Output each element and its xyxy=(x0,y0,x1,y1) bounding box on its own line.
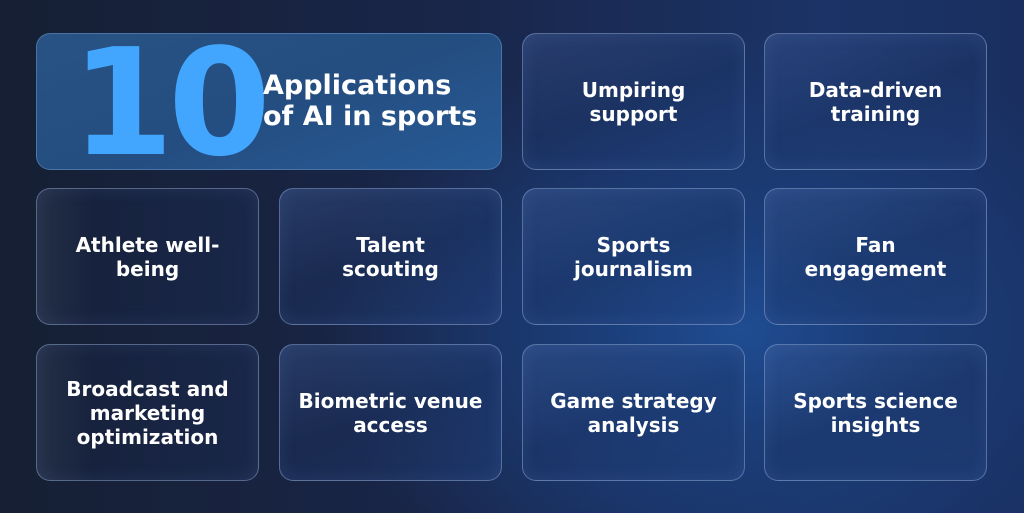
card-broadcast-marketing: Broadcast and marketing optimization xyxy=(36,344,259,481)
card-label: Sports journalism xyxy=(574,232,693,281)
card-athlete-wellbeing: Athlete well- being xyxy=(36,188,259,325)
card-label: Sports science insights xyxy=(793,388,958,437)
card-label: Biometric venue access xyxy=(298,388,483,437)
card-label: Broadcast and marketing optimization xyxy=(66,376,229,449)
card-label: Fan engagement xyxy=(804,232,947,281)
page-title: Applications of AI in sports xyxy=(263,70,478,132)
card-label: Athlete well- being xyxy=(75,232,220,281)
card-label: Umpiring support xyxy=(581,77,686,126)
card-label: Game strategy analysis xyxy=(550,388,717,437)
card-biometric-venue-access: Biometric venue access xyxy=(279,344,502,481)
title-card: 10 Applications of AI in sports xyxy=(36,17,502,189)
card-talent-scouting: Talent scouting xyxy=(279,188,502,325)
card-data-driven-training: Data-driven training xyxy=(764,33,987,170)
card-label: Talent scouting xyxy=(342,232,439,281)
card-sports-journalism: Sports journalism xyxy=(522,188,745,325)
hero-number: 10 xyxy=(71,17,271,189)
card-umpiring-support: Umpiring support xyxy=(522,33,745,170)
card-label: Data-driven training xyxy=(808,77,943,126)
card-game-strategy-analysis: Game strategy analysis xyxy=(522,344,745,481)
card-sports-science-insights: Sports science insights xyxy=(764,344,987,481)
card-fan-engagement: Fan engagement xyxy=(764,188,987,325)
